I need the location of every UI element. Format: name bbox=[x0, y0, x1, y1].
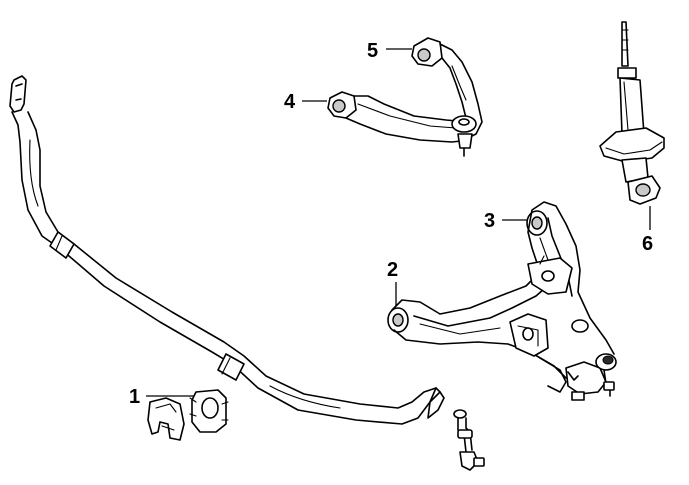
stabilizer-link bbox=[453, 409, 485, 471]
callout-label-4: 4 bbox=[284, 91, 296, 113]
callout-label-1: 1 bbox=[129, 386, 140, 408]
callout-3: 3 bbox=[484, 210, 527, 232]
callout-5: 5 bbox=[367, 40, 412, 62]
lower-ball-joint bbox=[565, 353, 617, 401]
callout-4: 4 bbox=[284, 91, 327, 113]
upper-arm-front-bushing bbox=[327, 91, 357, 119]
lower-arm-front-bushing bbox=[387, 307, 409, 333]
callout-label-2: 2 bbox=[387, 259, 398, 281]
upper-ball-joint bbox=[451, 115, 477, 157]
lower-arm-rear-bushing bbox=[526, 210, 548, 236]
upper-arm-rear-bushing bbox=[411, 37, 443, 67]
bar-band-lower bbox=[217, 353, 245, 381]
upper-control-arm bbox=[327, 37, 483, 157]
stabilizer-bushing-clamp bbox=[147, 389, 229, 441]
lower-control-arm bbox=[387, 201, 617, 401]
shock-absorber bbox=[599, 21, 665, 205]
bar-band-upper bbox=[49, 231, 75, 259]
callout-6: 6 bbox=[642, 206, 653, 255]
callout-label-6: 6 bbox=[642, 233, 653, 255]
stabilizer-bar bbox=[9, 75, 445, 425]
callout-1: 1 bbox=[129, 386, 194, 408]
callout-label-3: 3 bbox=[484, 210, 495, 232]
callout-label-5: 5 bbox=[367, 40, 378, 62]
callout-2: 2 bbox=[387, 259, 398, 306]
